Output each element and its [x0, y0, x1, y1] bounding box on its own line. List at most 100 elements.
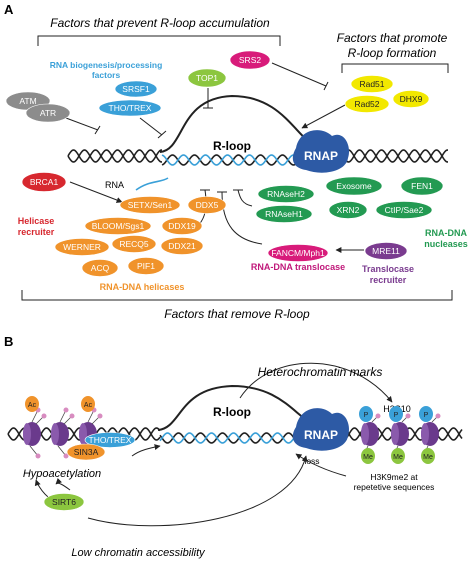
- rnaseh1-pill-label: RNAseH1: [265, 209, 303, 219]
- ctip-pill-shape: [375, 201, 433, 219]
- panel-a-label: A: [4, 2, 14, 17]
- me-mark: [421, 448, 435, 464]
- xrn2-pill: XRN2: [328, 201, 368, 219]
- p-mark: [389, 406, 403, 422]
- panel-b-label: B: [4, 334, 13, 349]
- me-mark-label: Me: [363, 454, 373, 461]
- me-mark-label: Me: [423, 454, 433, 461]
- sin3a-pill-shape: [66, 443, 106, 461]
- atr-pill: ATR: [25, 103, 71, 123]
- tho-trex-pill-a-shape: [98, 99, 162, 117]
- atm-inhibit-bar: [94, 125, 101, 135]
- tail-bead: [97, 413, 103, 419]
- setx-pill-shape: [119, 196, 181, 214]
- rnap-label-a: RNAP: [304, 149, 338, 163]
- ctip-pill: CtIP/Sae2: [375, 201, 433, 219]
- remove-bracket: [21, 290, 453, 301]
- sirt6-pill-shape: [43, 493, 85, 511]
- srsf1-pill: SRSF1: [114, 80, 158, 98]
- srsf1-pill-shape: [114, 80, 158, 98]
- loss-arrow: [295, 453, 347, 477]
- mre11-pill: MRE11: [364, 242, 408, 260]
- helicase-recruiter-line1: Helicase: [18, 216, 55, 226]
- acq-pill-label: ACQ: [91, 263, 110, 273]
- tho-trex-pill-b: THO/TREX: [84, 432, 136, 448]
- tail-bead: [35, 453, 41, 459]
- atr-pill-shape: [25, 103, 71, 123]
- low-accessibility-label: Low chromatin accessibility: [71, 547, 206, 559]
- bloom-pill-shape: [84, 217, 152, 235]
- tail-bead: [63, 407, 69, 413]
- tail-bead: [435, 413, 441, 419]
- tho-trex-pill-b-shape: [84, 432, 136, 448]
- atm-inhibit-line: [65, 117, 99, 131]
- prevent-title: Factors that prevent R-loop accumulation: [50, 16, 270, 30]
- ddx5-pill: DDX5: [187, 196, 227, 214]
- tail-bead: [405, 413, 411, 419]
- rna-dna-translocase-label: RNA-DNA translocase: [251, 262, 345, 272]
- nucleosome-shade: [23, 423, 31, 445]
- ddx19-pill-label: DDX19: [168, 221, 196, 231]
- tail-bead: [41, 413, 47, 419]
- nucleosome-shade: [421, 423, 429, 445]
- rad52-pill-label: Rad52: [354, 99, 379, 109]
- brca1-pill-label: BRCA1: [30, 177, 59, 187]
- promote-title-line1: Factors that promote: [337, 31, 448, 45]
- h3k9me2-line1: H3K9me2 at: [370, 472, 418, 482]
- p-mark-label: P: [394, 412, 399, 419]
- rad51-pill: Rad51: [350, 75, 394, 93]
- rna-strand: [161, 154, 301, 166]
- brca1-pill-shape: [21, 172, 67, 192]
- rnap-shape-b: [292, 408, 350, 451]
- rna-biogenesis-line2: factors: [92, 70, 121, 80]
- tho-inhibit-bar: [157, 130, 167, 139]
- rad52-pill-shape: [344, 95, 390, 113]
- rloop-label-a: R-loop: [213, 139, 251, 153]
- fen1-pill-label: FEN1: [411, 181, 433, 191]
- tail-bead: [63, 453, 69, 459]
- pif1-pill-label: PIF1: [137, 261, 155, 271]
- translocase-recruiter-line1: Translocase: [362, 264, 414, 274]
- tho-trex-pill-a: THO/TREX: [98, 99, 162, 117]
- dhx9-pill: DHX9: [392, 90, 430, 108]
- fancm-pill-label: FANCM/Mph1: [271, 248, 325, 258]
- sin3a-pill-label: SIN3A: [74, 447, 99, 457]
- rloop-label-b: R-loop: [213, 405, 251, 419]
- fen1-pill: FEN1: [400, 176, 444, 196]
- prevent-bracket: [37, 35, 281, 46]
- xrn2-pill-shape: [328, 201, 368, 219]
- exosome-pill-shape: [325, 176, 383, 196]
- tho-trex-pill-a-label: THO/TREX: [109, 103, 152, 113]
- srs2-pill-shape: [229, 50, 271, 70]
- sin3a-pill: SIN3A: [66, 443, 106, 461]
- rad52-pill: Rad52: [344, 95, 390, 113]
- top1-pill-shape: [187, 68, 227, 88]
- atr-pill-label: ATR: [40, 108, 56, 118]
- srs2-inhibit-bar: [323, 81, 329, 91]
- heterochromatin-label: Heterochromatin marks: [258, 365, 383, 379]
- nucleosome-shade: [391, 423, 399, 445]
- ddx19-pill: DDX19: [161, 217, 203, 235]
- recq5-pill: RECQ5: [111, 235, 157, 253]
- rna-dna-nucleases-line1: RNA-DNA: [425, 228, 467, 238]
- bloom-pill: BLOOM/Sgs1: [84, 217, 152, 235]
- acq-pill-shape: [81, 259, 119, 277]
- setx-pill-label: SETX/Sen1: [128, 200, 173, 210]
- remove-title: Factors that remove R-loop: [164, 307, 310, 321]
- ddx5-pill-label: DDX5: [196, 200, 219, 210]
- heterochromatin-arrow: [239, 362, 393, 403]
- hypoacetylation-label: Hypoacetylation: [23, 468, 101, 480]
- atm-pill-label: ATM: [19, 96, 36, 106]
- promote-bracket: [341, 63, 449, 73]
- fancm-pill-shape: [267, 244, 329, 262]
- promote-title-line2: R-loop formation: [348, 46, 437, 60]
- p-mark: [359, 406, 373, 422]
- rna-strand: [159, 432, 300, 444]
- nucleosome-shade: [361, 423, 369, 445]
- dna-helix-a: [67, 149, 448, 166]
- rna-dna-helicases-label: RNA-DNA helicases: [100, 282, 185, 292]
- ddx21-pill: DDX21: [160, 237, 204, 255]
